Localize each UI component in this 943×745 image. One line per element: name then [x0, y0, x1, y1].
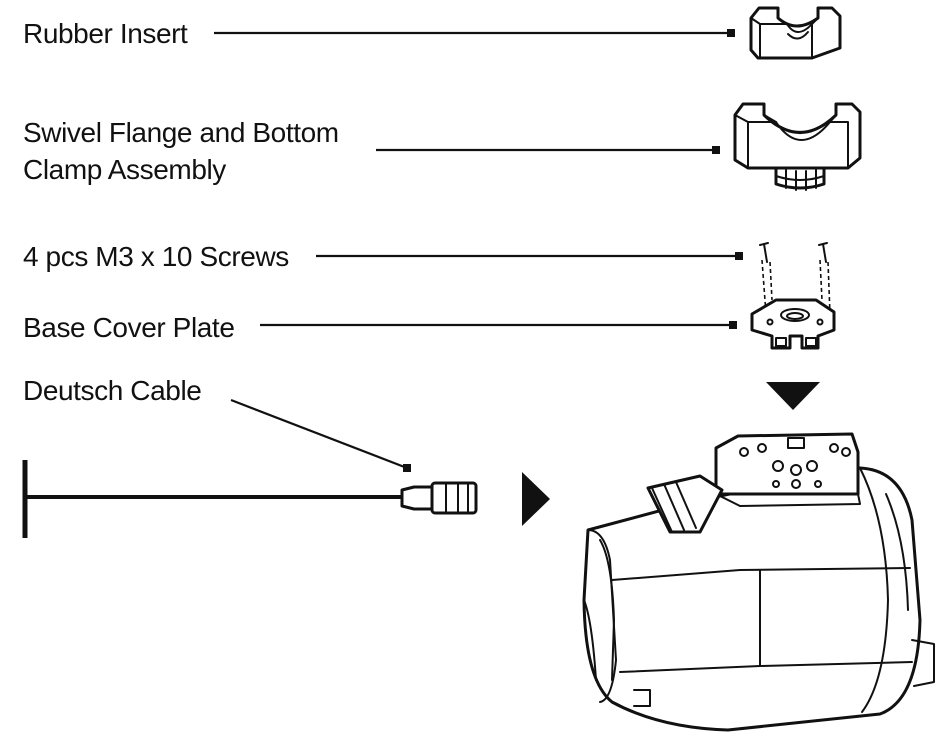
base-cover-plate-part: [750, 298, 836, 350]
deutsch-cable-part: [22, 460, 478, 538]
leader-deutsch-cable: [230, 398, 411, 472]
down-arrow-icon: [766, 382, 820, 410]
camera-housing-part: [582, 432, 935, 732]
leader-screws: [316, 252, 743, 260]
swivel-flange-label-line2: Clamp Assembly: [23, 154, 226, 185]
right-arrow-icon: [522, 472, 550, 526]
deutsch-cable-label: Deutsch Cable: [23, 375, 202, 406]
swivel-flange-label-line1: Swivel Flange and Bottom: [23, 117, 339, 148]
rubber-insert-part: [749, 6, 842, 60]
swivel-flange-part: [733, 102, 862, 191]
base-cover-plate-label: Base Cover Plate: [23, 312, 235, 343]
leader-rubber-insert: [214, 29, 735, 37]
leader-base-cover-plate: [260, 321, 737, 329]
leader-swivel-flange: [376, 146, 720, 154]
screws-label: 4 pcs M3 x 10 Screws: [23, 241, 289, 272]
rubber-insert-label: Rubber Insert: [23, 18, 188, 49]
